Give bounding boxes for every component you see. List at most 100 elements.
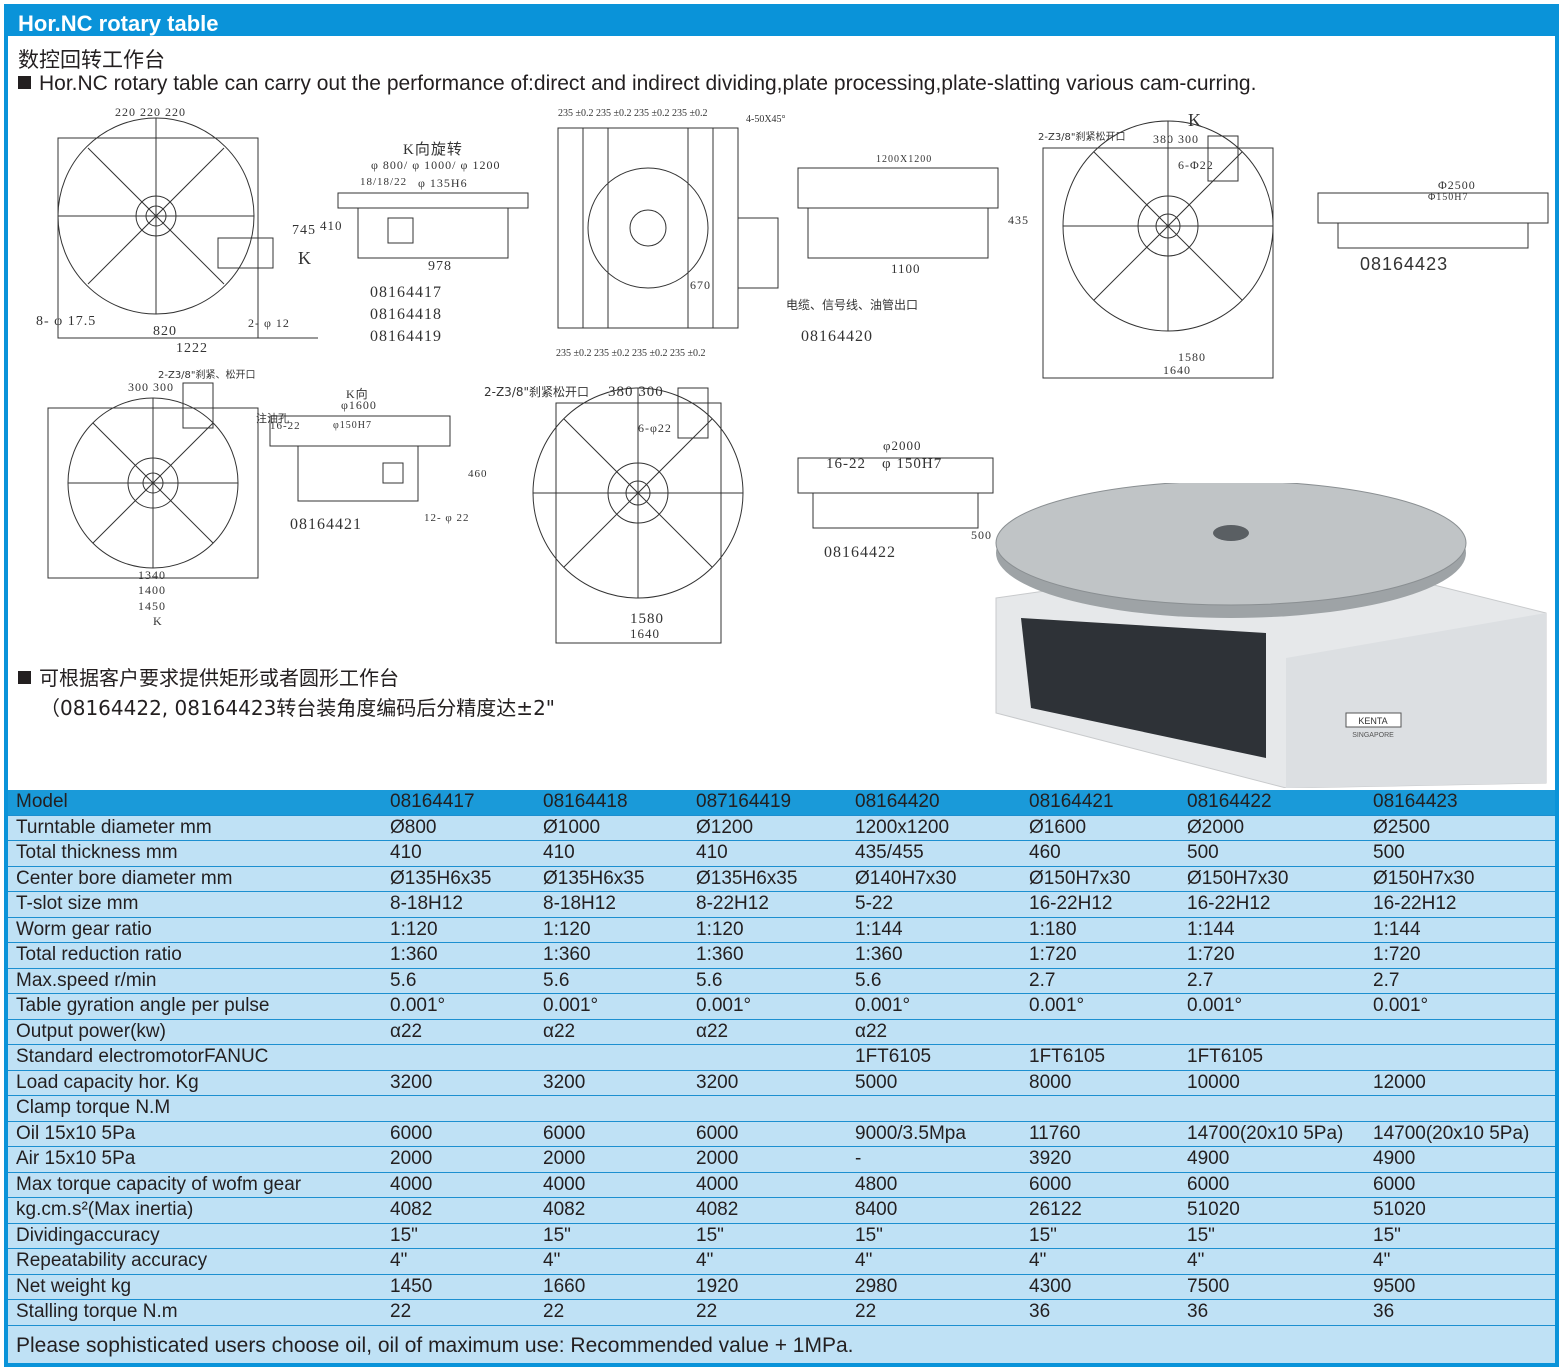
table-cell: Ø2500	[1373, 816, 1431, 838]
drawing-08164420-top	[557, 127, 779, 329]
table-cell: 15"	[1373, 1224, 1401, 1246]
note-text: 可根据客户要求提供矩形或者圆形工作台	[39, 666, 399, 690]
table-cell: Ø150H7x30	[1373, 867, 1475, 889]
table-cell: Ø2000	[1187, 816, 1245, 838]
drawing-k-view-side	[337, 192, 529, 259]
table-cell: 26122	[1029, 1199, 1082, 1220]
table-cell: 2.7	[1187, 969, 1214, 991]
header-cell: 08164420	[855, 791, 940, 812]
dim-label: K向	[346, 387, 369, 401]
table-cell: Ø1000	[543, 816, 601, 838]
description: Hor.NC rotary table can carry out the pe…	[18, 72, 1256, 96]
dim-label: 1200X1200	[876, 154, 933, 165]
table-cell: 1:720	[1029, 944, 1077, 965]
drawing-08164423-side	[1317, 192, 1549, 249]
drawing-caption: 08164423	[1360, 254, 1449, 274]
table-cell: 14700(20x10 5Pa)	[1373, 1122, 1530, 1144]
table-cell: Ø150H7x30	[1029, 867, 1131, 889]
table-cell: Ø135H6x35	[390, 867, 492, 889]
row-label: Total reduction ratio	[16, 944, 182, 965]
dim-label: 电缆、信号线、油管出口	[786, 298, 919, 312]
table-cell: 1:720	[1373, 944, 1421, 965]
table-cell: 1:120	[390, 918, 438, 940]
dim-label: 16-22	[826, 456, 866, 472]
table-cell: 410	[543, 842, 575, 863]
table-cell: -	[855, 1148, 862, 1169]
row-label: Center bore diameter mm	[16, 867, 233, 889]
table-cell: 15"	[390, 1224, 418, 1246]
table-cell: 8400	[855, 1199, 898, 1220]
catalog-page: Hor.NC rotary table 数控回转工作台 Hor.NC rotar…	[4, 4, 1559, 1367]
table-cell: 500	[1373, 842, 1405, 863]
header-cell: 08164421	[1029, 791, 1114, 812]
table-cell: 1:360	[855, 944, 903, 965]
dim-label: K	[153, 614, 163, 628]
table-cell: 9000/3.5Mpa	[855, 1122, 966, 1144]
table-cell: 1:144	[1187, 918, 1235, 940]
row-label: Output power(kw)	[16, 1020, 166, 1042]
table-cell: 22	[696, 1301, 718, 1322]
table-cell: 36	[1029, 1301, 1051, 1322]
table-cell: 3920	[1029, 1148, 1072, 1169]
product-photo: KENTA SINGAPORE	[986, 480, 1561, 789]
note-accuracy: （08164422, 08164423转台装角度编码后分精度达±2"	[40, 696, 555, 720]
dim-label: 220 220 220	[115, 105, 186, 119]
table-cell: 4"	[543, 1250, 561, 1271]
table-cell: 4300	[1029, 1275, 1072, 1297]
table-cell: 5.6	[696, 969, 723, 991]
table-cell: 3200	[543, 1071, 586, 1093]
table-cell: 16-22H12	[1373, 893, 1457, 914]
table-cell: 15"	[696, 1224, 724, 1246]
dim-label: 2-Z3/8"刹紧松开口	[484, 385, 590, 399]
table-cell: 6000	[1029, 1173, 1072, 1195]
table-cell: 5000	[855, 1071, 898, 1093]
table-cell: 4000	[543, 1173, 586, 1195]
table-cell: 16-22H12	[1187, 893, 1271, 914]
table-cell: 1:144	[855, 918, 903, 940]
table-cell: 1FT6105	[855, 1046, 932, 1067]
table-cell: α22	[855, 1020, 888, 1042]
table-cell: Ø140H7x30	[855, 867, 957, 889]
table-cell: 4900	[1373, 1148, 1416, 1169]
table-cell: 1920	[696, 1275, 739, 1297]
table-cell: 4800	[855, 1173, 898, 1195]
table-cell: 6000	[1187, 1173, 1230, 1195]
row-label: T-slot size mm	[16, 893, 139, 914]
table-cell: 1:180	[1029, 918, 1077, 940]
table-cell: 5.6	[855, 969, 882, 991]
drawing-caption: 08164418	[370, 306, 442, 323]
drawing-caption: 08164422	[824, 544, 896, 561]
table-cell: Ø150H7x30	[1187, 867, 1289, 889]
drawing-08164422-top	[532, 387, 744, 644]
table-cell: Ø135H6x35	[543, 867, 645, 889]
table-cell: 460	[1029, 842, 1061, 863]
table-cell: 11760	[1029, 1122, 1081, 1144]
table-cell: 4082	[390, 1199, 433, 1220]
page-title: Hor.NC rotary table	[8, 8, 1555, 36]
dim-label: φ150H7	[333, 420, 372, 431]
row-label: Table gyration angle per pulse	[16, 995, 270, 1016]
bullet-square-icon	[18, 671, 31, 684]
dim-label: 2- φ 12	[248, 316, 290, 330]
table-cell: 2980	[855, 1275, 898, 1297]
table-cell: 1660	[543, 1275, 586, 1297]
dim-label: Φ2500	[1438, 178, 1476, 192]
table-cell: 4082	[696, 1199, 739, 1220]
bullet-square-icon	[18, 76, 31, 89]
table-cell: 5.6	[390, 969, 417, 991]
table-cell: 1FT6105	[1029, 1046, 1106, 1067]
table-cell: 8-22H12	[696, 893, 769, 914]
table-cell: 1:120	[543, 918, 591, 940]
dim-label: 670	[690, 278, 711, 292]
chinese-subtitle: 数控回转工作台	[18, 48, 165, 72]
table-cell: 435/455	[855, 842, 924, 863]
